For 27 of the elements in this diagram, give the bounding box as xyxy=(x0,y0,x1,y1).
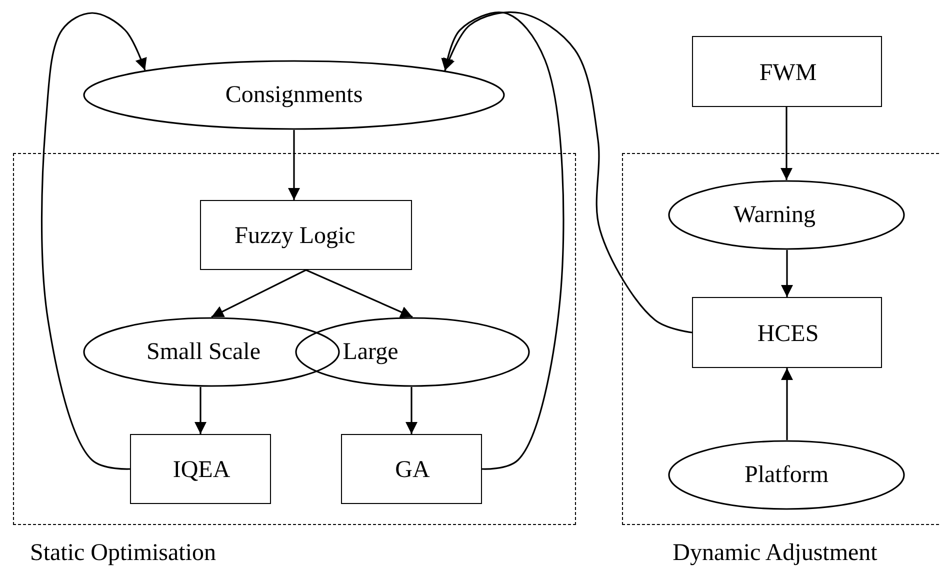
arrow xyxy=(443,11,692,334)
node-label: IQEA xyxy=(172,458,232,482)
group-label: Dynamic Adjustment xyxy=(672,541,878,565)
arrow xyxy=(40,12,147,470)
arrow xyxy=(441,12,564,470)
node-label: HCES xyxy=(756,322,820,346)
arrow xyxy=(306,269,413,318)
arrow xyxy=(194,387,206,434)
node-label: Warning xyxy=(732,203,817,227)
process-box xyxy=(130,434,271,504)
node-label: Fuzzy Logic xyxy=(234,224,356,248)
process-box xyxy=(692,297,882,368)
process-box xyxy=(341,434,482,504)
node-label: Consignments xyxy=(224,83,364,107)
node-label: FWM xyxy=(758,60,818,84)
node-label: GA xyxy=(394,458,431,482)
arrow xyxy=(780,107,792,180)
arrow xyxy=(406,387,418,434)
arrow xyxy=(211,269,306,318)
process-box xyxy=(692,36,882,107)
node-label: Small Scale xyxy=(146,340,262,364)
node-label: Platform xyxy=(744,463,830,487)
arrow xyxy=(781,250,793,297)
process-box xyxy=(200,200,412,270)
arrow xyxy=(288,130,300,200)
group-label: Static Optimisation xyxy=(30,541,217,565)
arrow xyxy=(781,368,793,440)
